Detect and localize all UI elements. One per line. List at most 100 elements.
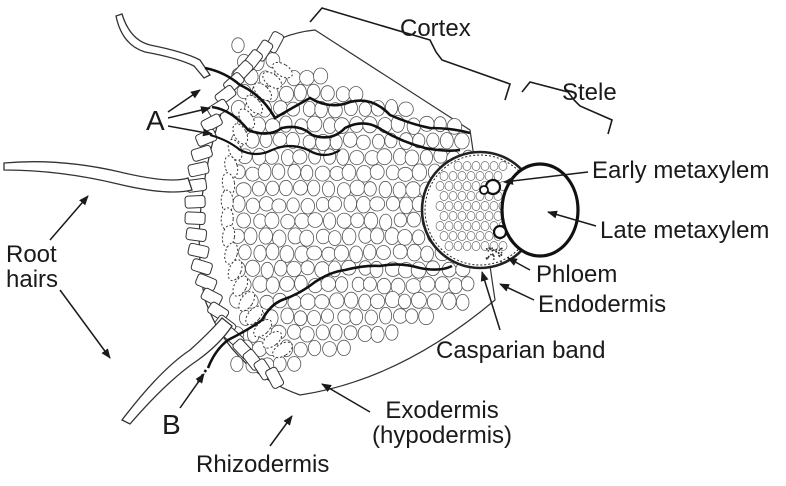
cortex-cell <box>343 132 357 147</box>
stele-cell <box>485 232 493 241</box>
cortex-cell <box>322 247 336 261</box>
cortex-cell <box>351 213 364 228</box>
cortex-cell <box>398 294 410 309</box>
early-metaxylem-vessel <box>494 226 506 238</box>
cortex-cell <box>379 181 392 197</box>
phloem-dot <box>490 254 492 256</box>
phloem-dot <box>495 250 497 252</box>
cortex-cell <box>301 198 315 214</box>
cortex-cell <box>236 183 251 197</box>
stele-cell <box>445 182 453 191</box>
cortex-cell <box>337 213 351 228</box>
cortex-cell <box>273 132 287 146</box>
cortex-cell <box>287 261 302 276</box>
arrow-root-hair-down <box>60 290 110 358</box>
cortex-cell <box>364 182 376 196</box>
cortex-cell <box>411 262 426 278</box>
stele-cell <box>463 242 471 251</box>
cortex-cell <box>344 195 357 212</box>
stele-cell <box>454 182 462 191</box>
phloem-dot <box>501 252 503 254</box>
cortex-cell <box>294 311 307 326</box>
stele-cell <box>481 242 489 251</box>
cortex-cell <box>440 133 453 149</box>
stele-cell <box>449 212 457 221</box>
cortex-cell <box>294 181 308 196</box>
cortex-cell <box>258 164 271 181</box>
stele-cell <box>494 172 502 181</box>
cortex-cell <box>261 262 273 278</box>
stele-cell <box>440 212 448 221</box>
phloem-dot <box>498 252 500 254</box>
cortex-cell <box>254 245 266 261</box>
arrow-rhizodermis <box>270 416 292 446</box>
stele-cell <box>472 222 480 231</box>
cortex-cell <box>314 68 328 84</box>
cortex-cell <box>233 196 245 213</box>
stele-cell <box>458 192 466 201</box>
cortex-cell <box>336 87 350 102</box>
protoxylem-vessel <box>480 186 488 194</box>
cortex-cell <box>288 325 301 340</box>
phloem-dot <box>486 258 488 260</box>
phloem-label: Phloem <box>536 262 617 287</box>
arrow-exodermis <box>322 384 370 412</box>
cortex-cell <box>344 326 357 340</box>
stele-cell <box>454 162 462 171</box>
cortex-cell <box>405 150 419 166</box>
phloem-dot <box>491 247 493 249</box>
cortex-cell <box>443 293 457 310</box>
cortex-cell <box>295 213 309 228</box>
cortex-cell <box>380 307 392 324</box>
stele-cell <box>472 202 480 211</box>
cortex-cell <box>246 260 260 276</box>
cortex-cell <box>358 326 372 342</box>
cortex-cell <box>385 228 399 245</box>
cortex-cell <box>406 309 418 324</box>
cortex-cell <box>371 228 384 244</box>
cortex-cell <box>259 197 273 211</box>
cortex-cell <box>447 119 461 135</box>
cortex-cell <box>400 197 413 214</box>
cortex-cell <box>272 199 286 213</box>
cortex-cell <box>394 149 407 165</box>
cortex-cell <box>345 292 358 308</box>
cortex-cell <box>316 229 330 244</box>
stele-cell <box>445 202 453 211</box>
stele-cell <box>472 182 480 191</box>
cortex-cell <box>377 246 391 260</box>
phloem-dot <box>487 250 489 252</box>
stele-cell <box>476 232 484 241</box>
cortex-cell <box>231 356 243 371</box>
stele-cell <box>499 162 507 171</box>
cortex-cell <box>419 308 434 325</box>
late-metaxylem-label: Late metaxylem <box>600 218 769 243</box>
phloem-dot <box>493 255 495 257</box>
stele-cell <box>436 182 444 191</box>
phloem-dot <box>491 250 493 252</box>
cortex-cell <box>406 182 421 198</box>
cortex-cell <box>357 135 371 149</box>
stele-cell <box>463 222 471 231</box>
stele-cell <box>449 172 457 181</box>
cortex-cell <box>329 231 342 246</box>
arrow-b <box>180 374 204 408</box>
cortex-cell <box>328 197 341 212</box>
stele-cell <box>485 212 493 221</box>
cortex-cell <box>335 277 347 293</box>
phloem-dot <box>498 255 500 257</box>
cortex-cell <box>308 340 320 355</box>
cortex-cell <box>394 213 406 227</box>
arrow-phloem <box>508 258 530 270</box>
stele-cell <box>454 222 462 231</box>
cortex-cell <box>393 182 406 198</box>
cortex-cell <box>253 276 268 292</box>
stele-cell <box>467 212 475 221</box>
cortex-cell <box>281 215 295 229</box>
cortex-cell <box>350 151 364 165</box>
phloem-dot <box>489 249 491 251</box>
cortex-cell <box>316 197 329 211</box>
stele-cell <box>454 242 462 251</box>
cortex-cell <box>244 228 257 245</box>
cortex-cell <box>239 245 252 260</box>
